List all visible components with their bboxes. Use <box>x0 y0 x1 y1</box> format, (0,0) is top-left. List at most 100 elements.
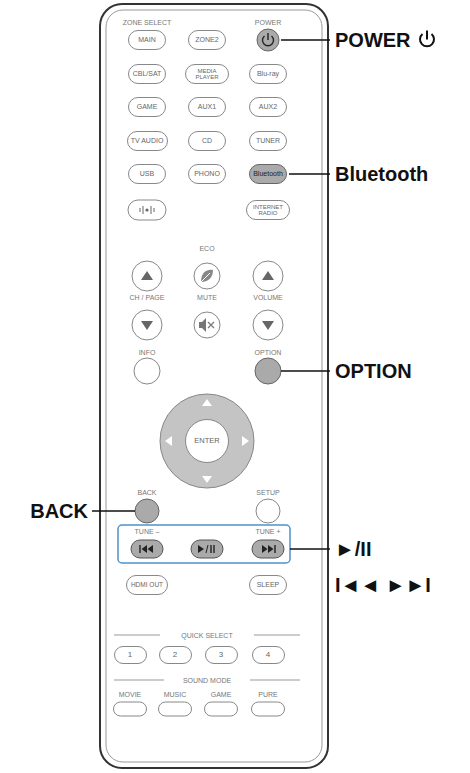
down-buttons <box>262 321 274 330</box>
callout-text: ►/II <box>335 538 371 560</box>
transport-buttons <box>131 540 284 558</box>
back-setup-buttons <box>256 499 280 523</box>
remote-button: TV AUDIO <box>127 131 168 151</box>
callout-text: Bluetooth <box>335 163 428 185</box>
button-caption: ECO <box>199 245 214 252</box>
button-caption: PURE <box>258 691 277 698</box>
remote-button: SLEEP <box>249 575 287 595</box>
remote-button: GAME <box>128 97 166 117</box>
caption-text: TUNE + <box>255 528 280 535</box>
group-rules <box>114 635 300 680</box>
button-label: SLEEP <box>257 581 280 588</box>
direction-pad <box>202 399 212 406</box>
leader-lines <box>281 370 330 371</box>
transport-frame <box>118 525 290 563</box>
button-label: ENTER <box>194 437 219 445</box>
sound-mode-buttons <box>159 702 192 716</box>
power-button <box>257 29 279 51</box>
eco-button <box>194 263 220 289</box>
transport-buttons <box>139 545 140 553</box>
button-caption: MUTE <box>197 294 217 301</box>
remote-button: AUX2 <box>249 97 287 117</box>
callout-label: BACK <box>30 500 88 523</box>
button-label: HDMI OUT <box>130 582 164 589</box>
eco-button <box>201 270 213 282</box>
button-caption: TUNE + <box>255 528 280 535</box>
mute-button <box>208 322 214 328</box>
button-caption: MOVIE <box>119 691 142 698</box>
heos-button <box>128 200 166 220</box>
callout-label: ►/II <box>335 538 371 561</box>
button-label: MAIN <box>138 36 156 43</box>
info-option-buttons <box>134 358 160 384</box>
callout-label: POWER <box>335 29 437 52</box>
leader-lines <box>92 40 330 549</box>
callout-text: OPTION <box>335 360 412 382</box>
remote-button: 4 <box>252 646 285 664</box>
button-caption: TUNE – <box>135 528 160 535</box>
transport-buttons <box>142 545 154 553</box>
caption-text: CH / PAGE <box>130 294 165 301</box>
button-label: ZONE2 <box>195 36 218 43</box>
heos-button <box>140 206 154 214</box>
button-label: 2 <box>173 651 177 659</box>
callout-text: POWER <box>335 29 411 51</box>
sound-mode-buttons <box>205 702 238 716</box>
button-label: INTERNET RADIO <box>250 204 286 217</box>
button-label: CBL/SAT <box>133 70 162 77</box>
remote-button: MAIN <box>128 30 166 50</box>
sound-mode-buttons <box>114 702 285 716</box>
remote-button: MEDIA PLAYER <box>185 64 229 84</box>
down-buttons <box>132 310 283 340</box>
transport-buttons <box>191 540 223 558</box>
heos-button <box>145 208 148 211</box>
button-caption: ZONE SELECT <box>123 19 172 26</box>
caption-text: ZONE SELECT <box>123 19 172 26</box>
direction-pad <box>202 476 212 483</box>
remote-button: CD <box>188 131 226 151</box>
button-caption: CH / PAGE <box>130 294 165 301</box>
button-label: Blu-ray <box>257 70 279 77</box>
button-label: 3 <box>219 651 223 659</box>
caption-text: MUTE <box>197 294 217 301</box>
caption-text: GAME <box>211 691 232 698</box>
remote-button: AUX1 <box>188 97 226 117</box>
leader-lines <box>290 548 330 549</box>
mute-button <box>194 312 220 338</box>
button-label: 4 <box>266 651 270 659</box>
power-symbol <box>417 30 437 50</box>
remote-button: 2 <box>159 646 192 664</box>
button-caption: SETUP <box>256 489 279 496</box>
button-caption: QUICK SELECT <box>178 632 235 639</box>
direction-pad <box>160 394 254 488</box>
mute-button <box>194 312 220 338</box>
transport-buttons <box>262 545 274 553</box>
up-buttons <box>253 261 283 291</box>
leader-lines <box>92 510 135 511</box>
button-label: Bluetooth <box>253 170 283 177</box>
transport-buttons <box>211 545 214 553</box>
transport-buttons <box>274 545 275 553</box>
leader-lines <box>289 173 330 174</box>
info-option-buttons <box>134 358 281 384</box>
remote-button: Bluetooth <box>249 164 287 184</box>
remote-button: INTERNET RADIO <box>246 200 290 220</box>
button-caption: POWER <box>255 19 281 26</box>
remote-button: HDMI OUT <box>126 575 168 595</box>
button-label: AUX2 <box>259 103 277 110</box>
direction-pad <box>160 394 254 488</box>
button-label: USB <box>140 170 154 177</box>
callout-label: I◄◄ ►►I <box>335 574 431 597</box>
eco-button <box>194 263 220 289</box>
back-setup-buttons <box>135 499 159 523</box>
button-caption: MUSIC <box>164 691 187 698</box>
button-label: TV AUDIO <box>131 137 164 144</box>
button-label: CD <box>202 137 212 144</box>
caption-text: INFO <box>139 349 156 356</box>
button-label: MEDIA PLAYER <box>189 68 225 81</box>
up-buttons <box>262 271 274 280</box>
transport-buttons <box>252 540 284 558</box>
heos-button <box>128 200 166 220</box>
power-button <box>267 33 268 40</box>
